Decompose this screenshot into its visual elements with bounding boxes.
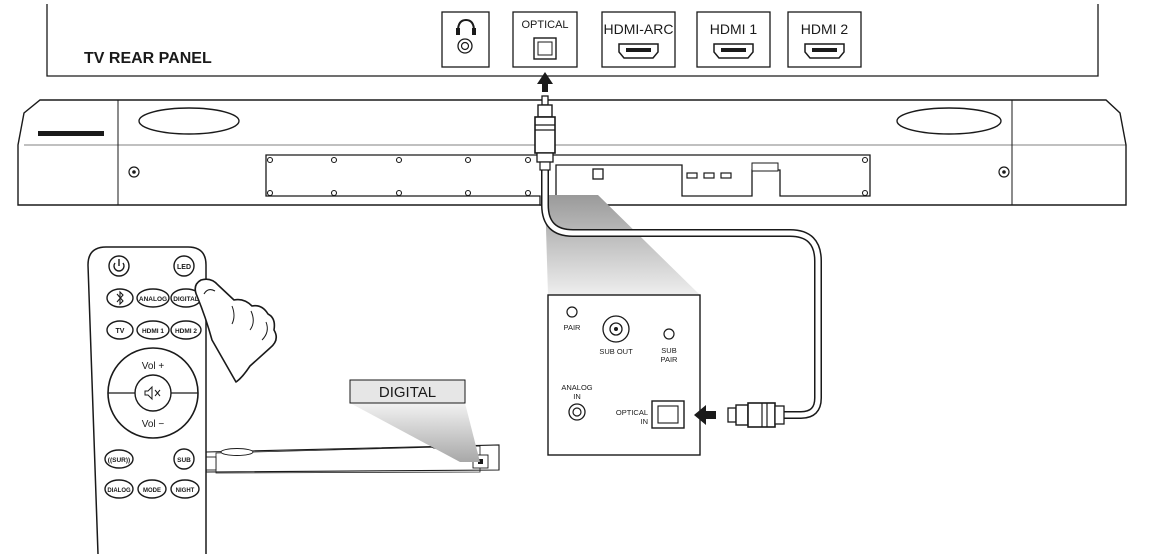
tv-hdmi-arc-port: HDMI-ARC <box>601 11 676 68</box>
remote-digital-button[interactable]: DIGITAL <box>170 288 202 308</box>
headphone-port <box>441 11 490 68</box>
remote-vol-up-label: Vol + <box>142 361 165 372</box>
tv-panel-title: TV REAR PANEL <box>84 50 212 67</box>
soundbar-logo <box>38 131 104 136</box>
analog-in-label-2: IN <box>573 392 581 401</box>
sub-pair-label-1: SUB <box>661 346 676 355</box>
analog-in-label-1: ANALOG <box>561 383 592 392</box>
remote-mode-label: MODE <box>143 488 161 494</box>
soundbar-connection-panel <box>265 154 871 206</box>
panel-screws <box>266 156 869 197</box>
remote-bluetooth-button[interactable] <box>106 288 134 308</box>
tv-optical-port: OPTICAL <box>512 11 578 68</box>
sub-out-jack <box>602 315 630 343</box>
remote-night-label: NIGHT <box>176 488 195 494</box>
up-arrow-icon <box>537 72 553 92</box>
remote-surround-label: ((SUR)) <box>108 457 130 464</box>
soundbar-optical-port-small <box>592 168 604 180</box>
soundbar-small-label <box>751 162 779 172</box>
remote-analog-label: ANALOG <box>139 296 167 303</box>
remote-mute-button[interactable] <box>134 374 172 412</box>
optical-in-label-2: IN <box>641 417 649 426</box>
remote-analog-button[interactable]: ANALOG <box>136 288 170 308</box>
remote-dialog-button[interactable]: DIALOG <box>104 479 134 499</box>
display-label: DIGITAL <box>379 384 436 401</box>
remote-hdmi2-button[interactable]: HDMI 2 <box>170 320 202 340</box>
tv-panel-outline <box>46 4 1099 77</box>
remote-sub-button[interactable]: SUB <box>173 448 195 470</box>
soundbar-left-driver <box>138 107 240 135</box>
display-beam <box>350 403 480 462</box>
remote-night-button[interactable]: NIGHT <box>170 479 200 499</box>
remote-led-button[interactable]: LED <box>173 255 195 277</box>
mounting-screw-right <box>998 166 1010 178</box>
remote-sub-label: SUB <box>177 457 191 464</box>
remote-dialog-label: DIALOG <box>107 488 131 494</box>
tv-hdmi2-label: HDMI 2 <box>801 21 849 37</box>
remote-volume-dial[interactable]: Vol + Vol − <box>107 347 199 439</box>
mute-icon <box>144 385 161 401</box>
soundbar-front <box>205 442 500 474</box>
sub-pair-label-2: PAIR <box>661 355 679 364</box>
pair-button <box>566 306 578 318</box>
optical-plug-right <box>727 402 785 428</box>
mounting-screw-left <box>128 166 140 178</box>
pair-label: PAIR <box>564 323 582 332</box>
soundbar-hdmi-ports-small <box>686 172 732 179</box>
bluetooth-icon <box>116 290 124 306</box>
sub-pair-button <box>663 328 675 340</box>
remote-mode-button[interactable]: MODE <box>137 479 167 499</box>
display-label-box <box>349 379 466 404</box>
remote-control: LED ANALOG DIGITAL TV HDMI 1 HDMI 2 <box>87 246 207 554</box>
hand-pointer <box>194 278 278 383</box>
soundbar-rear <box>17 99 1127 206</box>
remote-hdmi2-label: HDMI 2 <box>175 328 197 335</box>
tv-hdmi1-port: HDMI 1 <box>696 11 771 68</box>
optical-in-label-1: OPTICAL <box>616 408 648 417</box>
optical-in-port <box>651 400 685 429</box>
analog-in-jack <box>568 403 586 421</box>
optical-plug-top <box>534 95 556 171</box>
left-arrow-icon <box>694 405 716 425</box>
tv-hdmi2-port: HDMI 2 <box>787 11 862 68</box>
tv-hdmi1-label: HDMI 1 <box>710 21 758 37</box>
power-icon <box>113 259 125 272</box>
remote-hdmi1-label: HDMI 1 <box>142 328 164 335</box>
remote-led-label: LED <box>177 264 191 271</box>
soundbar-right-driver <box>896 107 1002 135</box>
zoom-beam <box>545 195 700 295</box>
remote-tv-label: TV <box>116 328 125 335</box>
remote-digital-label: DIGITAL <box>173 296 199 303</box>
headphone-icon <box>456 18 476 35</box>
soundbar-detail-panel: PAIR SUB OUT SUB PAIR ANALOG IN OPTICAL … <box>547 294 716 456</box>
sub-out-label: SUB OUT <box>599 347 633 356</box>
remote-surround-button[interactable]: ((SUR)) <box>104 449 134 469</box>
optical-cable <box>534 95 822 428</box>
tv-rear-panel: TV REAR PANEL OPTICAL HDMI-ARC <box>46 4 1099 92</box>
remote-power-button[interactable] <box>108 255 130 277</box>
remote-vol-down-label: Vol − <box>142 419 165 430</box>
tv-hdmi-arc-label: HDMI-ARC <box>604 21 674 37</box>
remote-tv-button[interactable]: TV <box>106 320 134 340</box>
remote-hdmi1-button[interactable]: HDMI 1 <box>136 320 170 340</box>
tv-optical-label: OPTICAL <box>521 19 568 31</box>
